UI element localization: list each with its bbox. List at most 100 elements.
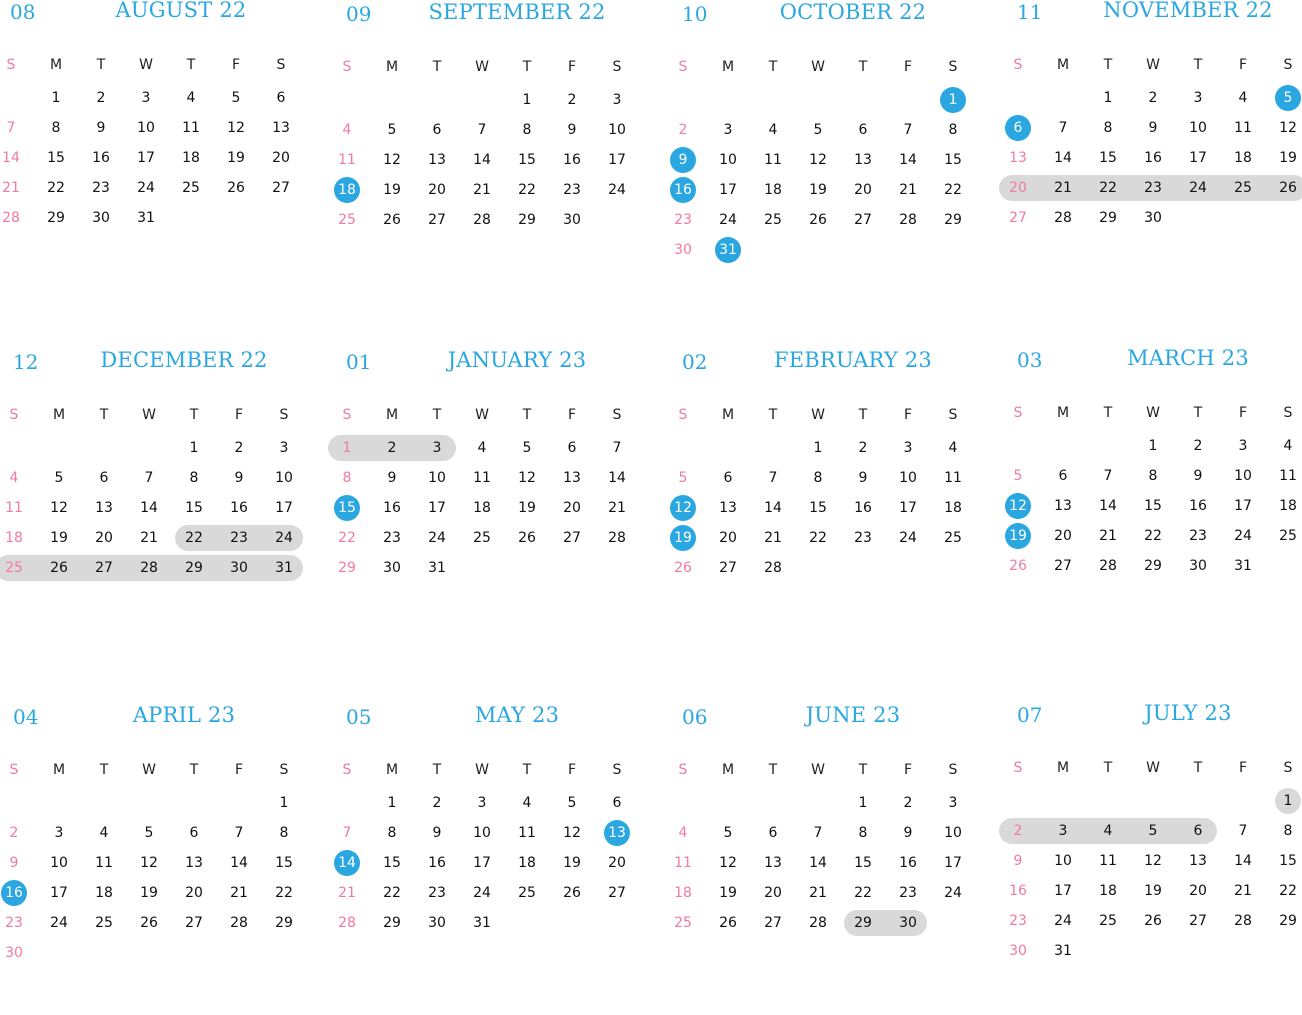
day-cell[interactable]: 6 <box>723 470 733 486</box>
day-cell[interactable]: 27 <box>608 885 626 901</box>
day-cell[interactable]: 14 <box>140 500 158 516</box>
day-cell[interactable]: 30 <box>428 915 446 931</box>
day-cell[interactable]: 9 <box>1193 468 1203 484</box>
day-cell[interactable]: 23 <box>230 530 248 546</box>
day-cell[interactable]: 24 <box>944 885 962 901</box>
day-cell[interactable]: 19 <box>518 500 536 516</box>
day-cell[interactable]: 27 <box>854 212 872 228</box>
day-cell[interactable]: 15 <box>275 855 293 871</box>
day-cell[interactable]: 25 <box>1234 180 1252 196</box>
day-cell[interactable]: 26 <box>1144 913 1162 929</box>
day-cell[interactable]: 12 <box>140 855 158 871</box>
day-cell[interactable]: 24 <box>428 530 446 546</box>
day-cell[interactable]: 23 <box>563 182 581 198</box>
day-cell[interactable]: 8 <box>948 122 958 138</box>
day-cell[interactable]: 14 <box>899 152 917 168</box>
day-cell[interactable]: 24 <box>608 182 626 198</box>
day-cell[interactable]: 20 <box>563 500 581 516</box>
day-cell[interactable]: 5 <box>1013 468 1023 484</box>
day-cell[interactable]: 7 <box>768 470 778 486</box>
day-cell[interactable]: 5 <box>54 470 64 486</box>
day-cell[interactable]: 25 <box>944 530 962 546</box>
day-cell[interactable]: 22 <box>338 530 356 546</box>
day-cell[interactable]: 30 <box>563 212 581 228</box>
day-cell[interactable]: 2 <box>1148 90 1158 106</box>
day-cell[interactable]: 18 <box>944 500 962 516</box>
day-cell[interactable]: 28 <box>230 915 248 931</box>
day-cell[interactable]: 25 <box>764 212 782 228</box>
day-cell[interactable]: 2 <box>387 440 397 456</box>
day-cell[interactable]: 4 <box>9 470 19 486</box>
day-cell[interactable]: 22 <box>809 530 827 546</box>
day-cell[interactable]: 31 <box>137 210 155 226</box>
day-cell[interactable]: 2 <box>678 122 688 138</box>
day-cell[interactable]: 10 <box>1189 120 1207 136</box>
day-cell[interactable]: 22 <box>1279 883 1297 899</box>
day-cell[interactable]: 2 <box>96 90 106 106</box>
day-cell[interactable]: 18 <box>674 885 692 901</box>
day-cell[interactable]: 25 <box>95 915 113 931</box>
day-cell-marked[interactable]: 16 <box>662 175 704 205</box>
day-cell[interactable]: 28 <box>1054 210 1072 226</box>
day-cell[interactable]: 6 <box>276 90 286 106</box>
day-cell[interactable]: 29 <box>47 210 65 226</box>
day-cell[interactable]: 19 <box>563 855 581 871</box>
day-cell[interactable]: 10 <box>719 152 737 168</box>
day-cell[interactable]: 23 <box>1009 913 1027 929</box>
day-cell[interactable]: 25 <box>1279 528 1297 544</box>
day-cell[interactable]: 29 <box>944 212 962 228</box>
day-cell[interactable]: 17 <box>719 182 737 198</box>
day-cell[interactable]: 21 <box>809 885 827 901</box>
day-cell[interactable]: 29 <box>1144 558 1162 574</box>
day-cell[interactable]: 20 <box>1009 180 1027 196</box>
day-cell-marked[interactable]: 19 <box>662 523 704 553</box>
day-cell[interactable]: 26 <box>674 560 692 576</box>
day-cell[interactable]: 15 <box>1279 853 1297 869</box>
day-cell[interactable]: 6 <box>189 825 199 841</box>
day-cell[interactable]: 16 <box>1189 498 1207 514</box>
day-cell[interactable]: 28 <box>1234 913 1252 929</box>
day-cell[interactable]: 21 <box>338 885 356 901</box>
day-cell[interactable]: 27 <box>764 915 782 931</box>
day-cell[interactable]: 18 <box>95 885 113 901</box>
day-cell[interactable]: 3 <box>432 440 442 456</box>
day-cell[interactable]: 11 <box>473 470 491 486</box>
day-cell[interactable]: 4 <box>99 825 109 841</box>
day-cell[interactable]: 7 <box>1103 468 1113 484</box>
day-cell[interactable]: 7 <box>144 470 154 486</box>
day-cell[interactable]: 27 <box>272 180 290 196</box>
day-cell[interactable]: 28 <box>899 212 917 228</box>
day-cell[interactable]: 31 <box>1054 943 1072 959</box>
day-cell[interactable]: 23 <box>1144 180 1162 196</box>
day-cell[interactable]: 4 <box>1238 90 1248 106</box>
day-cell[interactable]: 6 <box>567 440 577 456</box>
day-cell[interactable]: 5 <box>231 90 241 106</box>
day-cell[interactable]: 14 <box>608 470 626 486</box>
day-cell[interactable]: 14 <box>1234 853 1252 869</box>
day-cell[interactable]: 22 <box>1099 180 1117 196</box>
day-cell[interactable]: 17 <box>275 500 293 516</box>
day-cell[interactable]: 4 <box>678 825 688 841</box>
day-cell[interactable]: 21 <box>2 180 20 196</box>
day-cell[interactable]: 2 <box>903 795 913 811</box>
day-cell[interactable]: 25 <box>674 915 692 931</box>
day-cell[interactable]: 18 <box>473 500 491 516</box>
day-cell[interactable]: 15 <box>854 855 872 871</box>
day-cell[interactable]: 15 <box>518 152 536 168</box>
day-cell[interactable]: 22 <box>185 530 203 546</box>
day-cell[interactable]: 10 <box>1054 853 1072 869</box>
day-cell[interactable]: 19 <box>383 182 401 198</box>
day-cell[interactable]: 18 <box>5 530 23 546</box>
day-cell[interactable]: 25 <box>473 530 491 546</box>
day-cell[interactable]: 27 <box>185 915 203 931</box>
day-cell[interactable]: 13 <box>95 500 113 516</box>
day-cell[interactable]: 8 <box>1103 120 1113 136</box>
day-cell[interactable]: 3 <box>1193 90 1203 106</box>
day-cell[interactable]: 17 <box>899 500 917 516</box>
day-cell[interactable]: 2 <box>1013 823 1023 839</box>
day-cell[interactable]: 20 <box>764 885 782 901</box>
day-cell[interactable]: 1 <box>1148 438 1158 454</box>
day-cell[interactable]: 5 <box>387 122 397 138</box>
day-cell[interactable]: 4 <box>186 90 196 106</box>
day-cell[interactable]: 18 <box>182 150 200 166</box>
